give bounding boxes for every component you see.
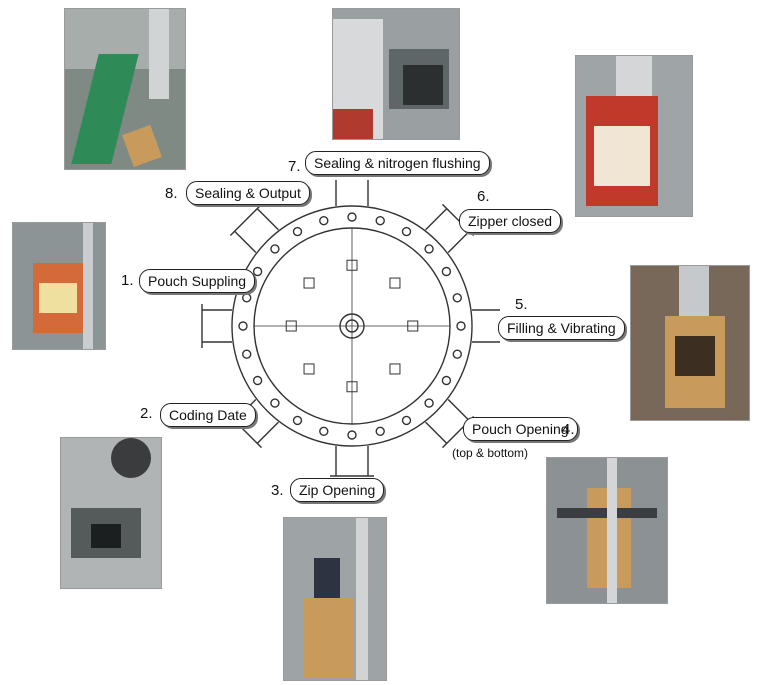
station-marker — [407, 320, 419, 332]
step-8-number: 8. — [165, 185, 178, 202]
step-4-label: Pouch Opening — [463, 417, 578, 441]
step-5-label: Filling & Vibrating — [498, 316, 625, 340]
wheel-bolt — [319, 216, 329, 226]
wheel-bolt — [252, 375, 263, 386]
station-marker — [346, 259, 358, 271]
photo-sealing-output — [64, 8, 186, 170]
photo-pouch-opening — [546, 457, 668, 604]
wheel-bolt — [319, 426, 329, 436]
photo-coding-date — [60, 437, 162, 589]
photo-sealing-nitrogen — [332, 8, 460, 140]
wheel-bolt — [252, 266, 263, 277]
wheel-bolt — [292, 226, 303, 237]
step-4-number: 4. — [562, 421, 575, 438]
photo-filling-vibrating — [630, 265, 750, 421]
gripper-bar — [229, 203, 262, 236]
wheel-bolt — [424, 398, 434, 408]
step-5-number: 5. — [515, 296, 528, 313]
wheel-bolt — [452, 349, 462, 359]
rotary-wheel-diagram — [201, 180, 500, 477]
station-marker — [303, 277, 315, 289]
wheel-bolt — [375, 216, 385, 226]
station-marker — [389, 277, 401, 289]
step-3-label: Zip Opening — [290, 478, 385, 502]
wheel-bolt — [292, 415, 303, 426]
wheel-bolt — [452, 293, 462, 303]
wheel-bolt — [347, 430, 357, 440]
step-6-number: 6. — [477, 188, 490, 205]
gripper-arm — [425, 421, 448, 444]
step-2-label: Coding Date — [160, 403, 256, 427]
wheel-bolt — [375, 426, 385, 436]
wheel-bolt — [347, 212, 357, 222]
gripper-arm — [256, 421, 279, 444]
step-6-label: Zipper closed — [459, 209, 562, 233]
step-2-number: 2. — [140, 405, 153, 422]
photo-zip-opening — [283, 517, 387, 681]
step-8-label: Sealing & Output — [186, 181, 310, 205]
step-7-label: Sealing & nitrogen flushing — [305, 151, 490, 175]
wheel-bolt — [238, 321, 248, 331]
wheel-bolt — [270, 398, 280, 408]
wheel-bolt — [242, 349, 252, 359]
wheel-bolt — [456, 321, 466, 331]
step-3-number: 3. — [271, 482, 284, 499]
station-marker — [346, 381, 358, 393]
gripper-arm — [234, 230, 257, 253]
step-1-label: Pouch Suppling — [139, 269, 256, 293]
gripper-arm — [447, 230, 470, 253]
wheel-bolt — [424, 244, 434, 254]
step-1-number: 1. — [121, 272, 134, 289]
station-marker — [389, 363, 401, 375]
photo-zipper-closed — [575, 55, 693, 217]
wheel-bolt — [270, 244, 280, 254]
photo-pouch-suppling — [12, 222, 106, 350]
station-marker — [303, 363, 315, 375]
wheel-bolt — [242, 293, 252, 303]
wheel-bolt — [401, 226, 412, 237]
step-7-number: 7. — [288, 158, 301, 175]
gripper-arm — [256, 208, 279, 231]
gripper-arm — [447, 399, 470, 422]
wheel-bolt — [441, 266, 452, 277]
wheel-outer-ring — [231, 205, 473, 447]
step-4-note: (top & bottom) — [452, 446, 529, 460]
wheel-bolt — [441, 375, 452, 386]
gripper-arm — [425, 208, 448, 231]
wheel-bolt — [401, 415, 412, 426]
station-marker — [285, 320, 297, 332]
